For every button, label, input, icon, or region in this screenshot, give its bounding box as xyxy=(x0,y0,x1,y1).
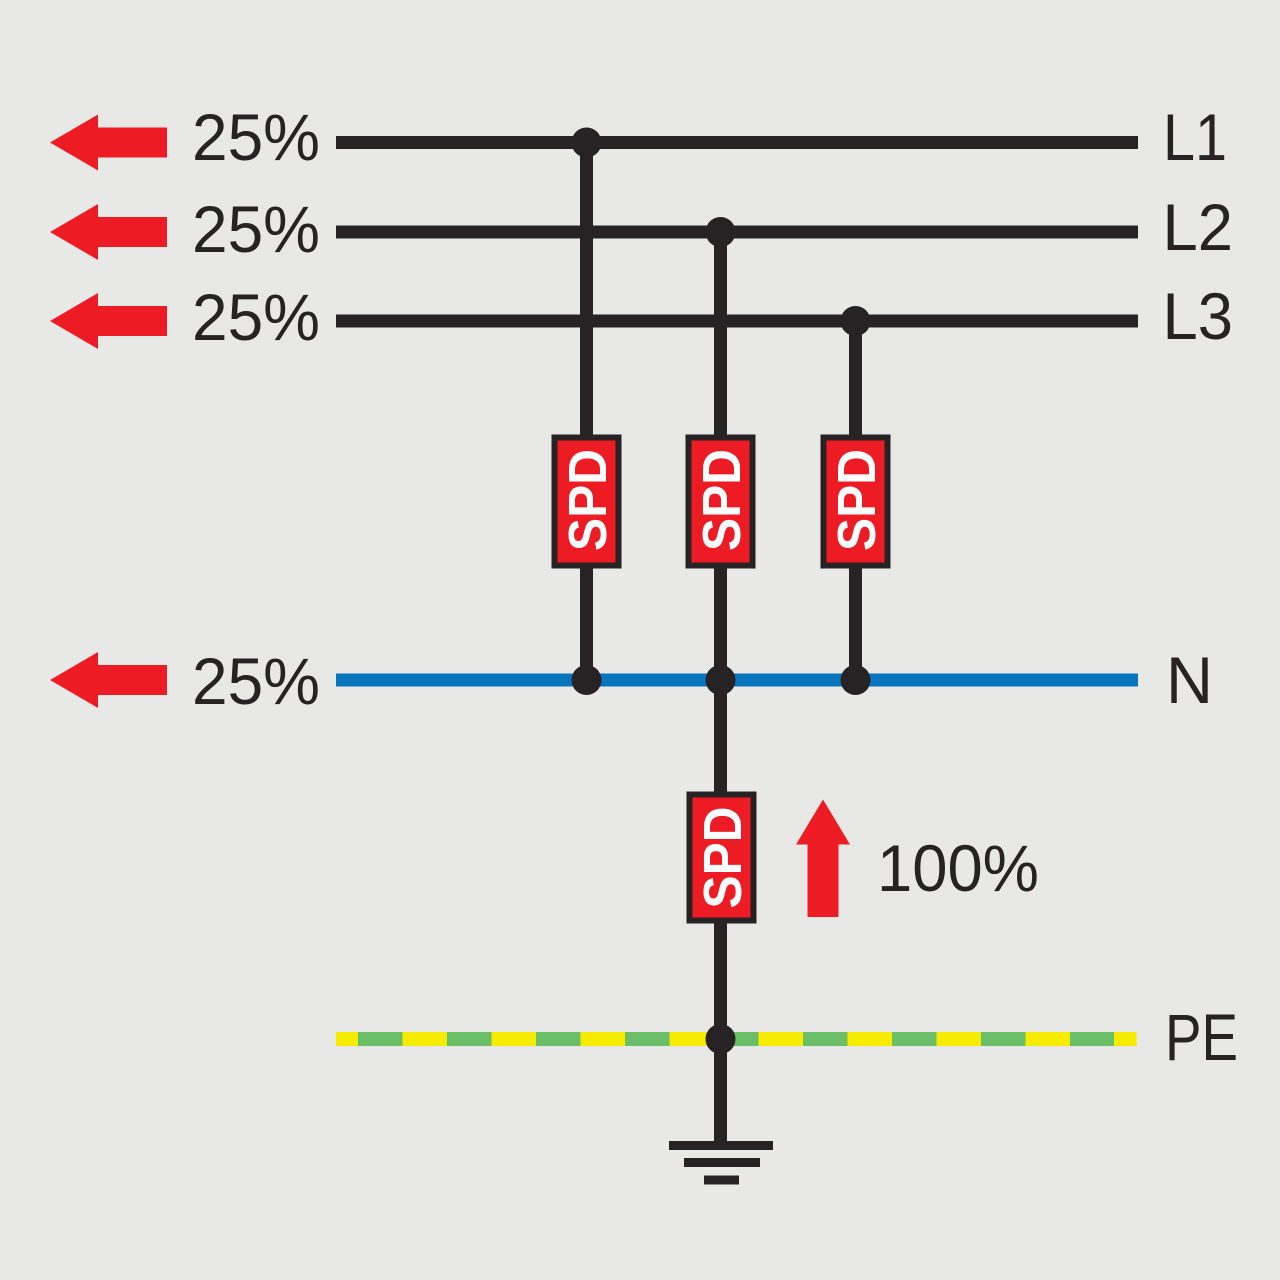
svg-text:SPD: SPD xyxy=(694,807,753,909)
svg-text:25%: 25% xyxy=(192,644,320,718)
svg-text:L1: L1 xyxy=(1163,100,1227,174)
svg-text:25%: 25% xyxy=(192,280,320,354)
svg-text:100%: 100% xyxy=(877,831,1039,905)
svg-text:L2: L2 xyxy=(1163,190,1234,264)
svg-text:N: N xyxy=(1166,643,1213,717)
svg-text:25%: 25% xyxy=(192,192,320,266)
svg-text:PE: PE xyxy=(1165,1000,1238,1074)
svg-text:SPD: SPD xyxy=(828,449,887,551)
svg-text:25%: 25% xyxy=(192,100,320,174)
svg-text:SPD: SPD xyxy=(559,449,618,551)
svg-text:SPD: SPD xyxy=(693,449,752,551)
svg-text:L3: L3 xyxy=(1163,279,1234,353)
